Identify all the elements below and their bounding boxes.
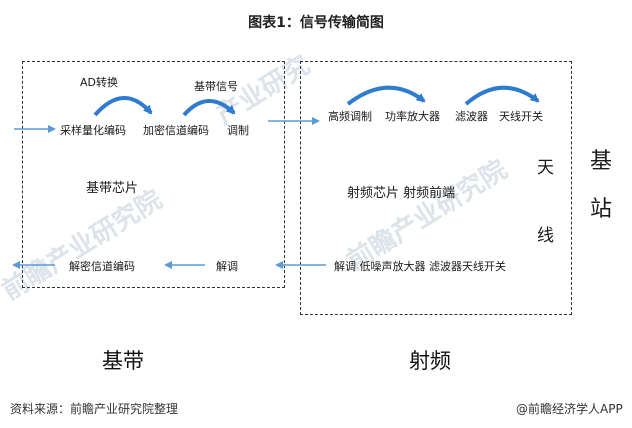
rf-section-label: 射频 [409, 349, 451, 373]
sampling-quantization-encoding: 采样量化编码 [60, 124, 126, 137]
ad-conversion-label: AD转换 [80, 76, 118, 89]
encryption-channel-encoding: 加密信道编码 [143, 124, 209, 137]
antenna-char-2: 线 [537, 226, 554, 246]
rf-rx-chain: 解调 低噪声放大器 滤波器天线开关 [334, 260, 506, 273]
brand-note: @前瞻经济学人APP [516, 402, 623, 416]
arc-rf-2 [464, 85, 540, 106]
arc-ad-conversion [93, 96, 153, 117]
filter: 滤波器 [455, 110, 488, 123]
arc-baseband-signal [182, 99, 236, 117]
diagram-title: 图表1：信号传输简图 [248, 15, 384, 31]
antenna-char-1: 天 [537, 158, 554, 178]
arc-rf-1 [346, 85, 426, 106]
base-station-char-2: 站 [590, 197, 613, 222]
baseband-signal-label: 基带信号 [194, 80, 238, 93]
rf-chip-frontend-label: 射频芯片 射频前端 [347, 186, 456, 201]
source-note: 资料来源：前瞻产业研究院整理 [10, 402, 179, 416]
baseband-box [22, 61, 285, 288]
process-arcs [93, 85, 540, 117]
baseband-section-label: 基带 [102, 349, 144, 373]
demodulation: 解调 [216, 260, 238, 273]
baseband-chip-label: 基带芯片 [86, 181, 139, 196]
rf-box [300, 61, 572, 315]
high-freq-modulation: 高频调制 [328, 110, 372, 123]
power-amplifier: 功率放大器 [385, 110, 440, 123]
decryption-channel-decoding: 解密信道编码 [69, 260, 135, 273]
tx-arrows [14, 117, 320, 133]
base-station-char-1: 基 [590, 149, 613, 174]
antenna-switch: 天线开关 [499, 110, 543, 123]
modulation: 调制 [227, 124, 249, 137]
